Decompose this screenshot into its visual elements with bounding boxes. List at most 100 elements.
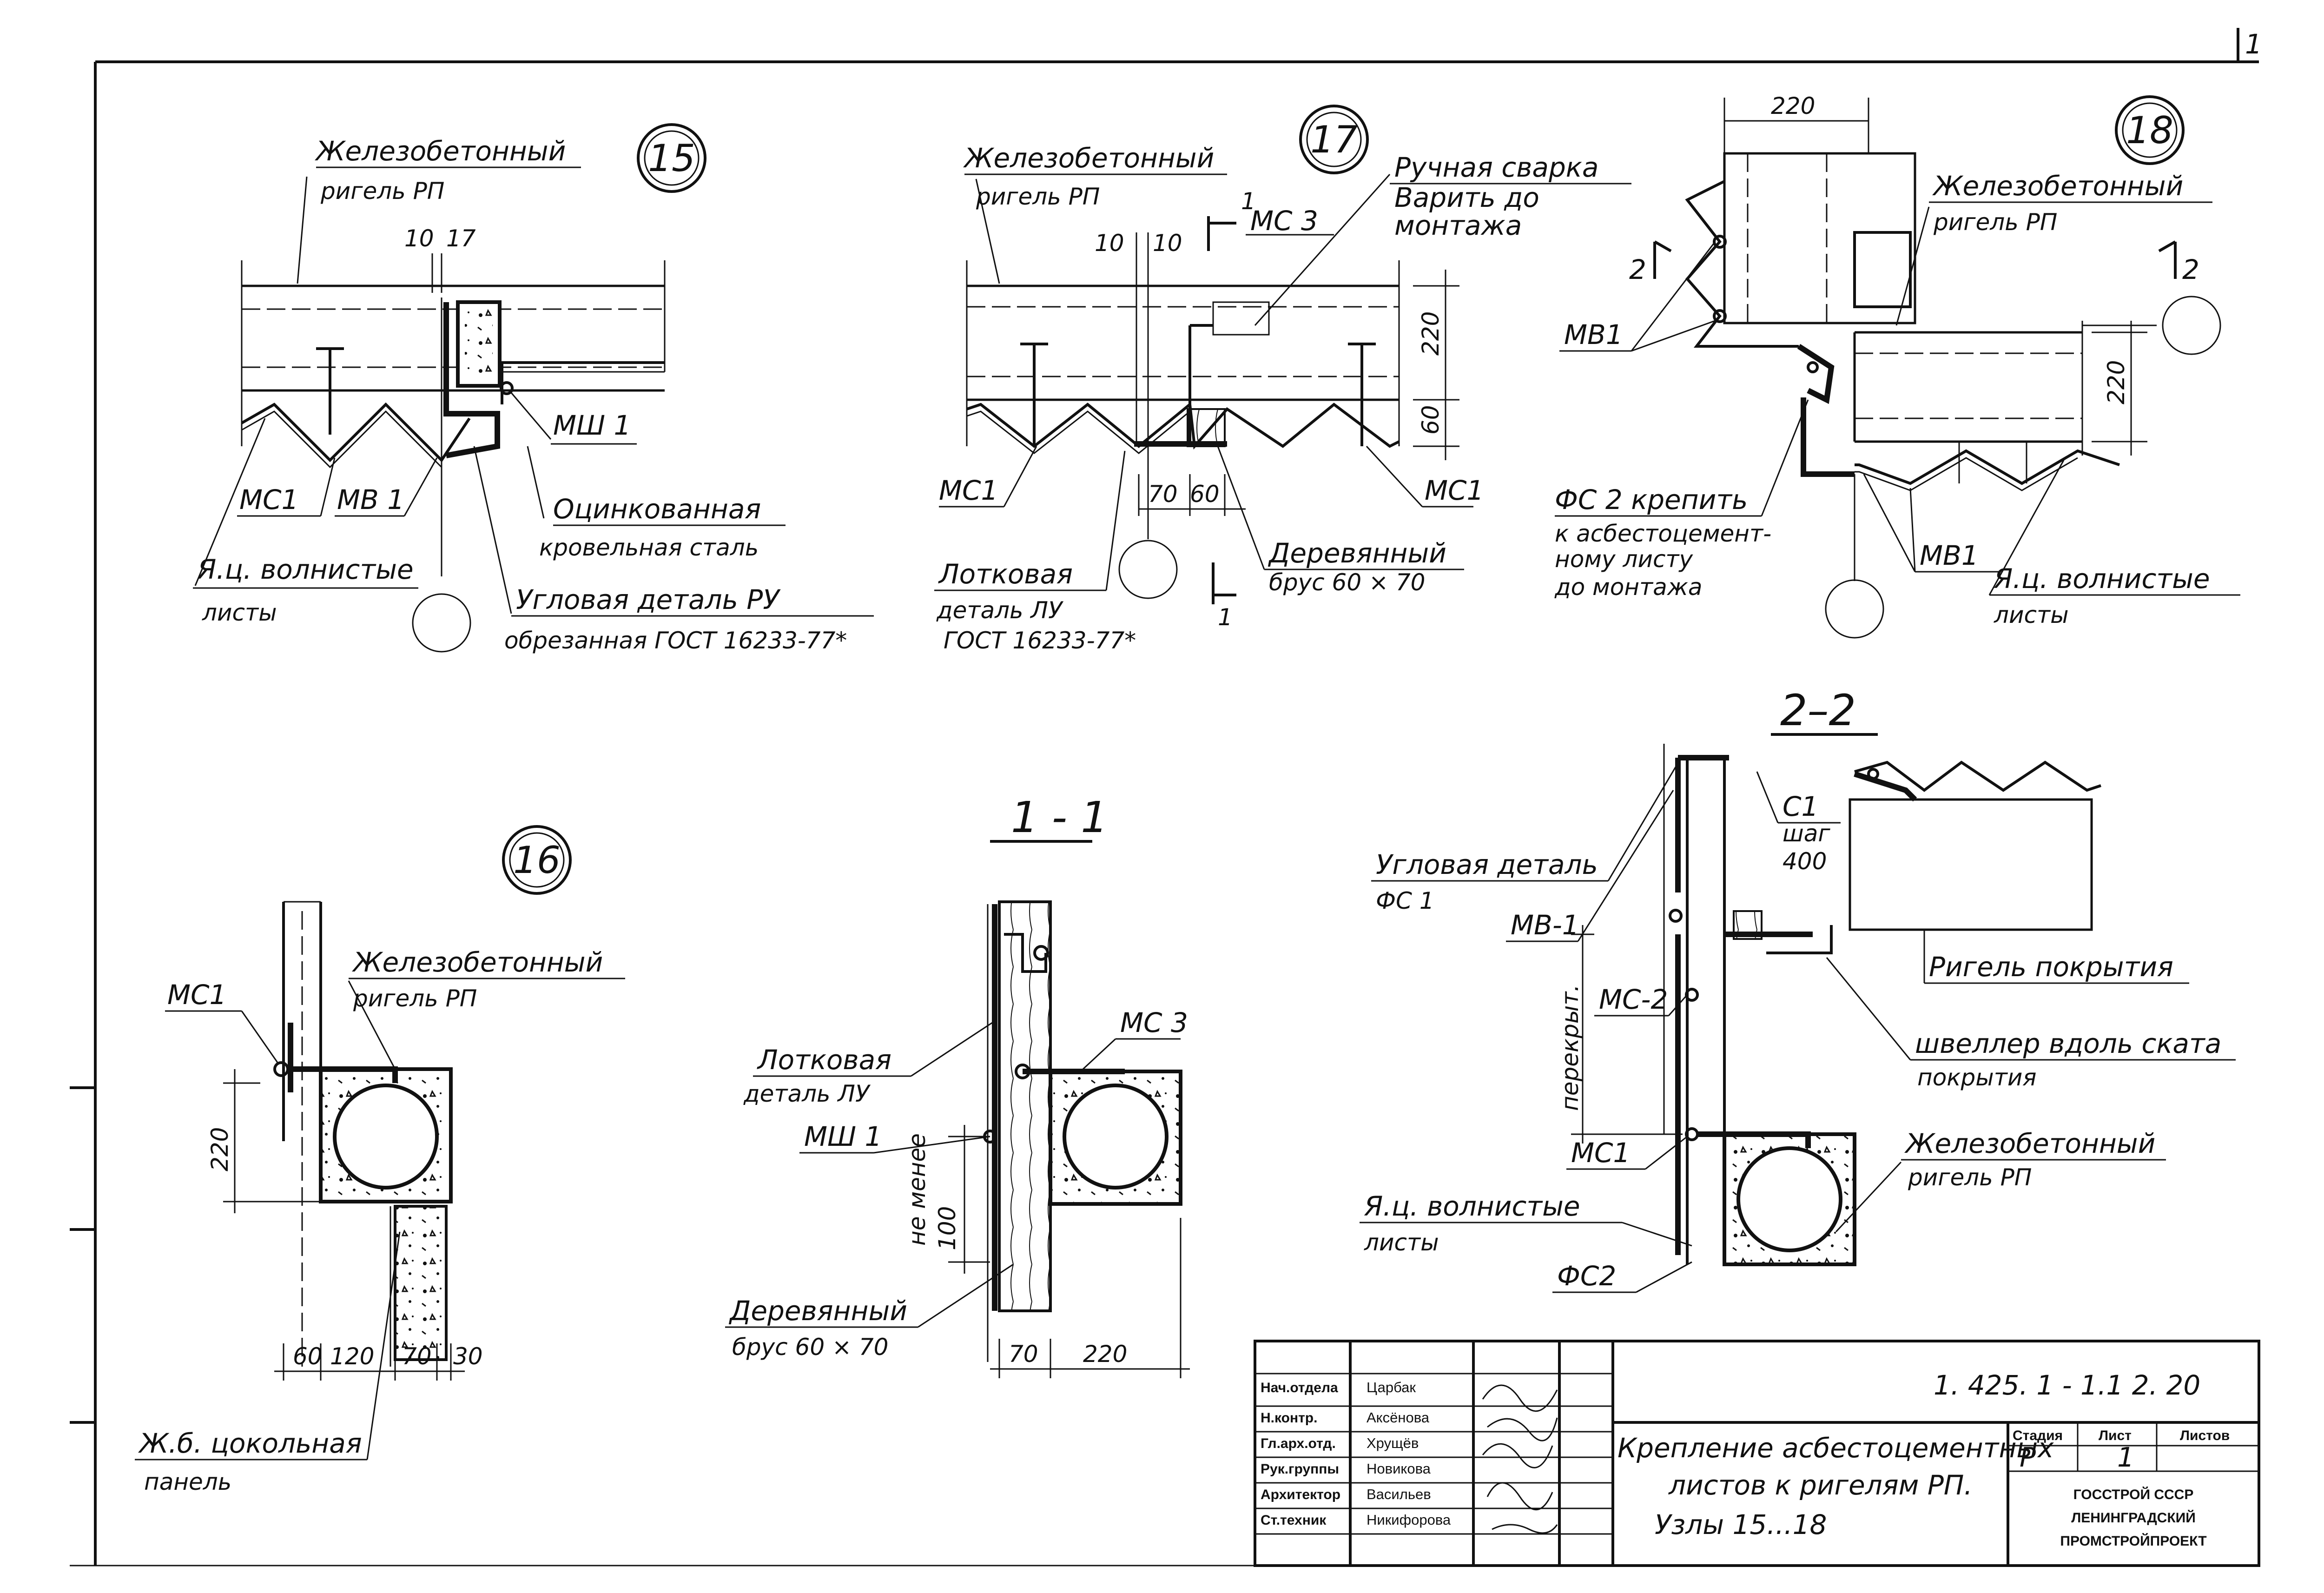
node-15-beam-sub: ригель РП bbox=[320, 178, 444, 205]
node-16-dim-220: 220 bbox=[206, 1127, 233, 1171]
section-2-2-mv1: МВ-1 bbox=[1511, 909, 1579, 941]
node-15-ms1: МС1 bbox=[239, 484, 298, 516]
node-15-sheets-2: листы bbox=[202, 599, 277, 626]
staff-name-0: Царбак bbox=[1367, 1379, 1416, 1395]
staff-role-5: Ст.техник bbox=[1261, 1513, 1327, 1528]
node-15-sheets-1: Я.ц. волнистые bbox=[197, 554, 414, 585]
section-1-1-msh1: МШ 1 bbox=[804, 1121, 882, 1152]
node-17-beam-title: Железобетонный bbox=[963, 142, 1214, 174]
node-18-mv1-right: МВ1 bbox=[1920, 540, 1979, 571]
section-2-2-overlap: перекрыт. bbox=[1557, 985, 1584, 1111]
title-block-sheets-hdr: Листов bbox=[2180, 1428, 2230, 1443]
staff-name-5: Никифорова bbox=[1367, 1512, 1451, 1528]
staff-role-4: Архитектор bbox=[1261, 1487, 1340, 1502]
staff-name-3: Новикова bbox=[1367, 1461, 1431, 1477]
node-15-dim-17: 17 bbox=[446, 225, 476, 252]
sheet-frame: 1 bbox=[70, 28, 2262, 1567]
section-1-1-dim-70: 70 bbox=[1009, 1341, 1038, 1368]
node-18-mv1-left: МВ1 bbox=[1564, 319, 1623, 350]
section-2-2-corner-2: ФС 1 bbox=[1376, 887, 1434, 914]
node-17-dim-10a: 10 bbox=[1095, 230, 1124, 257]
staff-role-1: Н.контр. bbox=[1261, 1410, 1317, 1426]
node-16-panel-1: Ж.б. цокольная bbox=[138, 1428, 362, 1459]
node-17-dim-70: 70 bbox=[1148, 481, 1178, 508]
node-15-steel-1: Оцинкованная bbox=[553, 493, 761, 525]
section-2-2-sheets-1: Я.ц. волнистые bbox=[1364, 1190, 1580, 1222]
node-17-beam-sub: ригель РП bbox=[976, 183, 1100, 210]
node-18-beam-sub: ригель РП bbox=[1933, 209, 2057, 236]
title-block-stage: Р bbox=[2020, 1441, 2036, 1473]
node-18-sheets-2: листы bbox=[1994, 602, 2069, 628]
node-15-marker-circle bbox=[412, 593, 471, 653]
node-17-wood-1: Деревянный bbox=[1268, 537, 1446, 569]
signatures bbox=[1482, 1384, 1558, 1534]
node-18-fs-4: до монтажа bbox=[1554, 574, 1703, 601]
node-18-cut-left: 2 bbox=[1629, 254, 1646, 285]
section-2-2-title: 2–2 bbox=[1780, 686, 1856, 735]
node-17-marker-circle bbox=[1118, 540, 1178, 599]
node-18-marker-bottom bbox=[1825, 579, 1884, 639]
section-1-1-tray-2: деталь ЛУ bbox=[743, 1080, 871, 1107]
node-18-number: 18 bbox=[2126, 109, 2173, 152]
title-block-sheet-hdr: Лист bbox=[2099, 1428, 2132, 1443]
node-16-ms1: МС1 bbox=[167, 979, 226, 1011]
section-1-1-tray-1: Лотковая bbox=[757, 1044, 891, 1076]
node-18-dim-220: 220 bbox=[2103, 360, 2130, 404]
node-16-beam-sub: ригель РП bbox=[353, 985, 477, 1012]
node-18-cut-right: 2 bbox=[2182, 254, 2199, 285]
section-1-1-ms3: МС 3 bbox=[1120, 1007, 1188, 1038]
section-2-2-c1-3: 400 bbox=[1783, 848, 1827, 875]
node-17-number: 17 bbox=[1310, 118, 1358, 161]
section-1-1-min-1: не менее bbox=[904, 1133, 931, 1246]
node-17-tray-3: ГОСТ 16233-77* bbox=[944, 627, 1136, 654]
node-15-mv1: МВ 1 bbox=[337, 484, 404, 516]
section-1-1-wood-1: Деревянный bbox=[728, 1295, 907, 1327]
node-18-sheets-1: Я.ц. волнистые bbox=[1994, 563, 2210, 595]
node-17-cut-mark: 1 bbox=[1241, 188, 1256, 215]
corner-mark: 1 bbox=[2245, 28, 2262, 60]
title-block-org-1: ГОССТРОЙ СССР bbox=[2073, 1487, 2194, 1502]
title-block-stage-hdr: Стадия bbox=[2013, 1428, 2063, 1443]
section-2-2-fs2: ФС2 bbox=[1557, 1260, 1616, 1292]
node-18: 18 220 Железобетонный ригель РП 2 2 bbox=[1554, 93, 2240, 639]
node-16-dim-70: 70 bbox=[402, 1343, 432, 1370]
node-15-steel-2: кровельная сталь bbox=[539, 534, 759, 561]
section-2-2-channel-2: покрытия bbox=[1917, 1064, 2036, 1091]
node-15: 15 Железобетонный ригель РП 10 17 МШ 1 bbox=[193, 123, 874, 654]
title-block-org-2: ЛЕНИНГРАДСКИЙ bbox=[2071, 1510, 2196, 1526]
section-2-2-c1-1: С1 bbox=[1783, 791, 1818, 822]
node-17-tray-1: Лотковая bbox=[938, 558, 1073, 590]
section-1-1: 1 - 1 МС 3 Лотковая деталь ЛУ МШ 1 не ме… bbox=[725, 793, 1190, 1378]
node-18-fs-1: ФС 2 крепить bbox=[1555, 484, 1748, 516]
node-16-dim-30: 30 bbox=[453, 1343, 483, 1370]
node-16-dim-60: 60 bbox=[293, 1343, 323, 1370]
section-2-2-ms1: МС1 bbox=[1571, 1137, 1630, 1169]
section-2-2-purlin: Ригель покрытия bbox=[1929, 951, 2173, 983]
node-16-panel-2: панель bbox=[144, 1468, 231, 1495]
staff-role-0: Нач.отдела bbox=[1261, 1380, 1338, 1395]
node-17-dim-60b: 60 bbox=[1190, 481, 1220, 508]
node-15-beam-title: Железобетонный bbox=[315, 135, 566, 167]
node-16: 16 МС1 Железобетонный ригель РП 220 bbox=[135, 825, 625, 1495]
node-15-number: 15 bbox=[648, 137, 695, 180]
node-17: 17 Железобетонный ригель РП 10 10 1 МС 3… bbox=[934, 105, 1631, 654]
title-block: 1. 425. 1 - 1.1 2. 20 Крепление асбестоц… bbox=[1254, 1340, 2260, 1567]
node-17-weld-2: Варить до bbox=[1394, 182, 1539, 213]
section-2-2-sheets-2: листы bbox=[1364, 1229, 1439, 1256]
staff-name-1: Аксёнова bbox=[1367, 1409, 1430, 1426]
node-17-ms1-right: МС1 bbox=[1425, 475, 1484, 506]
section-1-1-dim-220: 220 bbox=[1083, 1341, 1127, 1368]
node-17-dim-60: 60 bbox=[1417, 405, 1444, 435]
node-17-wood-2: брус 60 × 70 bbox=[1269, 569, 1425, 596]
node-18-fs-2: к асбестоцемент- bbox=[1555, 520, 1771, 547]
title-block-title-2: листов к ригелям РП. bbox=[1668, 1469, 1973, 1501]
node-17-ms3: МС 3 bbox=[1250, 205, 1318, 237]
node-17-weld-1: Ручная сварка bbox=[1394, 152, 1598, 183]
node-17-tray-2: деталь ЛУ bbox=[936, 597, 1064, 624]
node-15-msh1: МШ 1 bbox=[553, 410, 631, 441]
node-17-dim-220: 220 bbox=[1417, 311, 1444, 356]
staff-name-4: Васильев bbox=[1367, 1486, 1431, 1502]
node-17-cut-mark-bottom: 1 bbox=[1218, 604, 1233, 631]
node-15-corner-2: обрезанная ГОСТ 16233-77* bbox=[504, 627, 847, 654]
